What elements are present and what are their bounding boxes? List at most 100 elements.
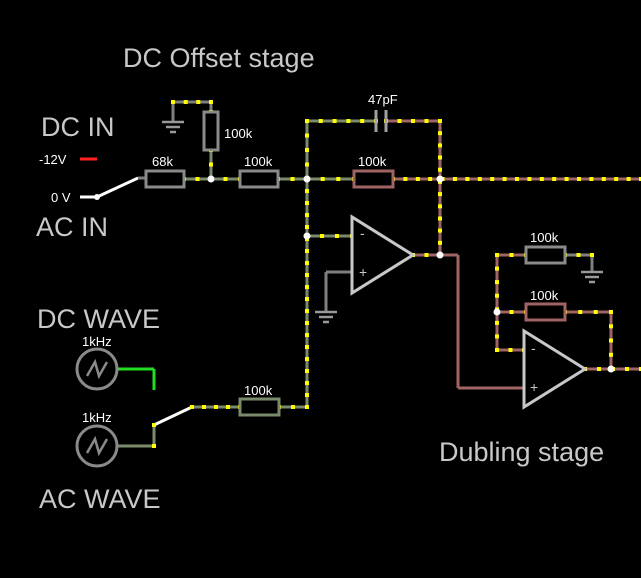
current-dot	[190, 405, 194, 409]
label-src-dc-freq: 1kHz	[82, 334, 112, 349]
current-dot	[477, 177, 482, 181]
current-dot	[465, 177, 470, 181]
current-dot	[578, 310, 583, 314]
current-dot	[509, 253, 514, 257]
label-dc-wave: DC WAVE	[37, 304, 160, 334]
label-neg12v: -12V	[39, 152, 67, 167]
current-dot	[305, 393, 309, 397]
current-dot	[305, 369, 309, 373]
node-minus-1	[303, 232, 311, 240]
input-switch[interactable]	[96, 176, 139, 199]
current-dot	[214, 405, 218, 409]
current-dot	[495, 334, 499, 339]
label-r-dub-feedback-100k: 100k	[530, 288, 559, 303]
resistor-dub-ground-100k[interactable]	[524, 245, 567, 265]
current-dot	[305, 213, 309, 217]
opamp1-minus-label: -	[360, 225, 365, 241]
node-dub-out	[607, 365, 615, 373]
current-dot	[195, 177, 200, 181]
current-dot	[577, 177, 581, 181]
current-dot	[411, 119, 415, 123]
opamp1-plus-label: +	[359, 264, 367, 280]
node-pot	[207, 175, 215, 183]
ground-symbol-1	[162, 120, 184, 134]
current-dot	[438, 119, 442, 123]
node-dub-left	[493, 308, 501, 316]
current-dot	[336, 177, 341, 181]
label-r-feedback-100k: 100k	[358, 154, 387, 169]
capacitor-47pf[interactable]	[374, 110, 388, 132]
label-r-pot-100k: 100k	[224, 126, 253, 141]
current-dot	[424, 253, 429, 257]
label-r-series-100k: 100k	[244, 154, 273, 169]
node-output	[436, 175, 444, 183]
current-dot	[495, 280, 499, 285]
current-dot	[589, 177, 594, 181]
opamp-doubler[interactable]: - +	[522, 328, 588, 410]
opamp2-plus-label: +	[530, 379, 538, 395]
current-dot	[202, 405, 206, 409]
current-dot	[318, 119, 323, 123]
current-dot	[495, 320, 499, 325]
current-dot	[332, 119, 337, 123]
current-dot	[495, 293, 499, 298]
current-dot	[209, 162, 213, 167]
current-dot	[625, 367, 629, 371]
wire-wave-switch[interactable]	[153, 405, 193, 427]
current-dot	[509, 310, 514, 314]
source-ac-wave[interactable]	[75, 424, 119, 468]
current-dot	[152, 444, 156, 448]
current-dot	[609, 324, 613, 329]
grounds	[162, 120, 603, 324]
current-dot	[609, 310, 613, 314]
node-opamp1-out	[436, 251, 444, 259]
current-dot	[305, 333, 309, 337]
resistor-ac-100k[interactable]	[238, 397, 281, 417]
current-dot	[305, 285, 309, 289]
current-dot	[490, 177, 495, 181]
current-dot	[305, 261, 309, 265]
current-dot	[428, 177, 433, 181]
current-dot	[552, 177, 557, 181]
current-dot	[495, 253, 499, 257]
resistor-feedback-100k[interactable]	[352, 169, 395, 189]
label-r-dub-ground-100k: 100k	[530, 230, 559, 245]
current-dot	[515, 177, 519, 181]
resistor-series-100k[interactable]	[238, 169, 280, 189]
current-dot	[601, 177, 606, 181]
current-dot	[438, 192, 442, 197]
current-dot	[564, 177, 569, 181]
opamp-dc-offset[interactable]: - +	[350, 214, 416, 296]
current-dot	[305, 148, 309, 152]
current-dot	[453, 177, 457, 181]
current-dot	[183, 100, 188, 104]
node-summing	[303, 175, 311, 183]
current-dot	[438, 228, 442, 233]
source-dc-wave[interactable]	[75, 347, 119, 391]
current-dot	[305, 273, 309, 277]
current-dot	[639, 367, 641, 371]
current-dot	[335, 234, 339, 238]
label-dc-offset-stage: DC Offset stage	[123, 43, 315, 73]
resistors[interactable]	[144, 110, 567, 417]
current-dot	[320, 234, 324, 238]
nodes	[94, 175, 615, 373]
current-dot	[539, 177, 544, 181]
ground-symbol-3	[581, 270, 603, 284]
current-dot	[614, 177, 619, 181]
resistor-pot-100k[interactable]	[202, 110, 220, 152]
current-dot	[305, 381, 309, 385]
resistor-68k[interactable]	[144, 169, 186, 189]
resistor-dub-feedback-100k[interactable]	[524, 302, 567, 322]
current-dot	[438, 143, 442, 148]
current-dot	[320, 177, 325, 181]
current-dot	[424, 119, 429, 123]
label-ac-in: AC IN	[36, 212, 108, 242]
current-dot	[305, 309, 309, 313]
label-zero-v: 0 V	[51, 190, 71, 205]
current-dot	[438, 167, 442, 172]
current-dot	[305, 297, 309, 301]
current-dot	[209, 100, 213, 104]
current-dot	[593, 310, 598, 314]
